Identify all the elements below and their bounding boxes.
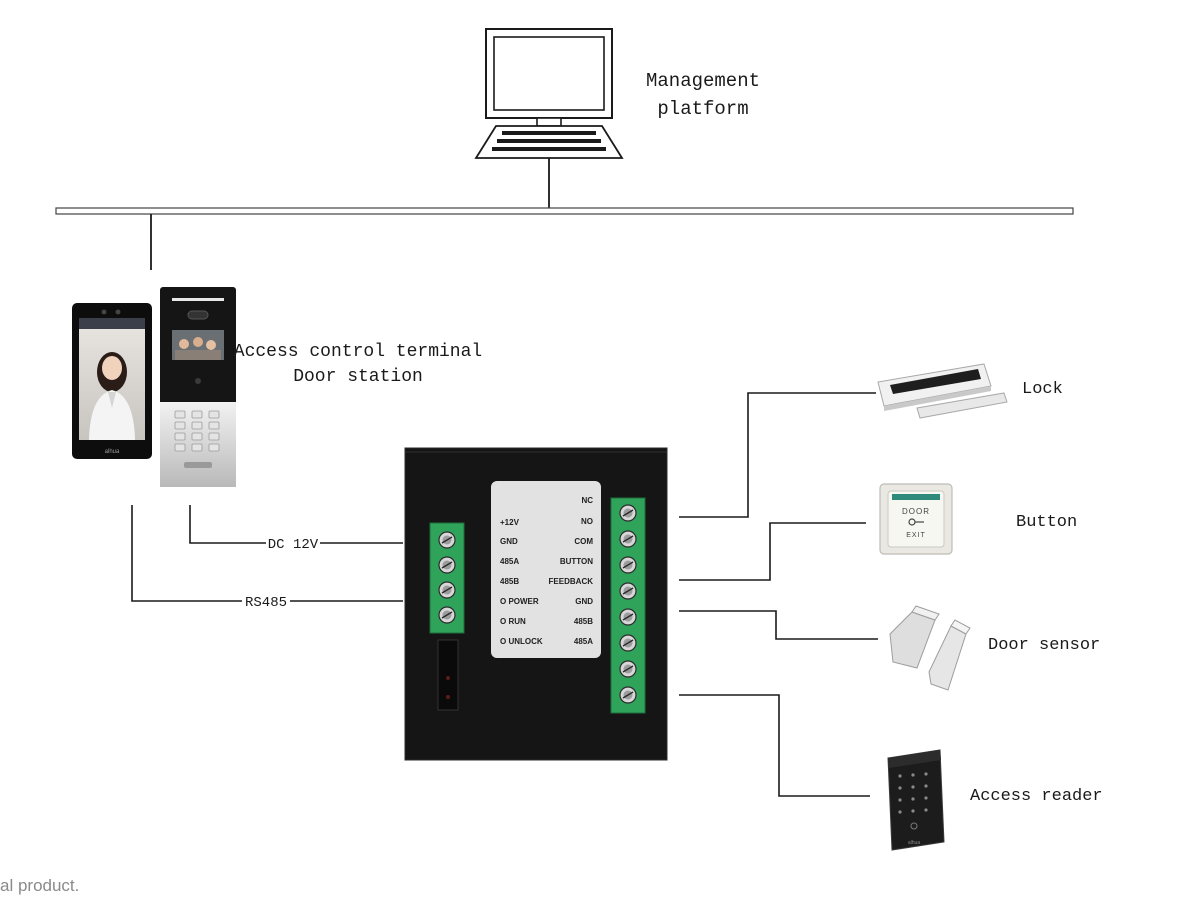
lock-wire [679, 392, 876, 518]
terminal-screw [619, 530, 637, 548]
reader-key [924, 772, 928, 776]
button-wire [679, 522, 866, 581]
module-left-label: +12V [500, 518, 520, 527]
terminal-screw [438, 556, 456, 574]
module-label-plate [491, 481, 601, 658]
footer-caption: al product. [0, 876, 80, 895]
module-right-label: FEEDBACK [549, 577, 594, 586]
module-left-label: 485B [500, 577, 519, 586]
magnetic-lock-icon [877, 363, 1008, 419]
platform-label-line1: Management [646, 70, 760, 92]
door-sensor-icon [889, 605, 971, 691]
control-module: +12V GND 485A 485B O POWER O RUN O UNLOC… [404, 447, 668, 761]
terminal-screw [438, 531, 456, 549]
rs485-wire [131, 505, 403, 602]
module-left-label: 485A [500, 557, 519, 566]
terminal-brand: alhua [105, 449, 120, 455]
terminal-screw [619, 556, 637, 574]
module-left-label: GND [500, 537, 518, 546]
button-label: Button [1016, 513, 1077, 532]
reader-key [924, 808, 928, 812]
reader-key [911, 785, 915, 789]
button-text-bottom: EXIT [906, 532, 926, 539]
module-right-label: NC [581, 496, 593, 505]
reader-key [898, 774, 902, 778]
terminal-label-line1: Access control terminal [234, 342, 482, 362]
module-left-label: O RUN [500, 617, 526, 626]
access-reader-label: Access reader [970, 787, 1103, 806]
terminal-screw [619, 660, 637, 678]
reader-key [911, 797, 915, 801]
module-right-label: GND [575, 597, 593, 606]
reader-wire [679, 694, 870, 797]
door-station [160, 287, 236, 487]
keypad [174, 410, 220, 452]
module-right-label: 485B [574, 617, 593, 626]
reader-key [898, 810, 902, 814]
door-sensor-label: Door sensor [988, 636, 1100, 655]
power-label: DC 12V [268, 537, 319, 553]
reader-brand: alhua [908, 840, 920, 846]
rs485-label-bg [242, 592, 290, 610]
reader-key [911, 773, 915, 777]
terminal-screw [438, 606, 456, 624]
rs485-label: RS485 [245, 595, 287, 611]
button-text-top: DOOR [902, 507, 930, 516]
right-terminal-block [610, 497, 646, 714]
sensor-wire [679, 610, 878, 640]
reader-key [924, 784, 928, 788]
access-reader-icon: alhua [887, 749, 945, 851]
module-left-label: O POWER [500, 597, 539, 606]
module-left-label: O UNLOCK [500, 637, 543, 646]
terminal-screw [619, 634, 637, 652]
person-photo [89, 352, 135, 440]
terminal-screw [619, 686, 637, 704]
access-control-terminal: alhua [72, 303, 152, 459]
power-label-bg [266, 533, 320, 551]
dip-switch [437, 639, 459, 711]
power-wire [189, 505, 403, 544]
terminal-label-line2: Door station [293, 367, 423, 387]
computer-icon [474, 28, 624, 159]
reader-key [924, 796, 928, 800]
module-right-label: NO [581, 517, 593, 526]
module-right-label: 485A [574, 637, 593, 646]
terminal-screw [619, 608, 637, 626]
network-bus [55, 207, 1074, 215]
terminal-screw [619, 582, 637, 600]
exit-button-icon: DOOR EXIT [879, 483, 953, 555]
terminal-screw [619, 504, 637, 522]
platform-label-line2: platform [657, 98, 748, 120]
module-right-label: COM [574, 537, 593, 546]
reader-key [898, 786, 902, 790]
reader-key [898, 798, 902, 802]
module-right-label: BUTTON [560, 557, 593, 566]
terminal-screw [438, 581, 456, 599]
reader-key [911, 809, 915, 813]
lock-label: Lock [1022, 380, 1063, 399]
